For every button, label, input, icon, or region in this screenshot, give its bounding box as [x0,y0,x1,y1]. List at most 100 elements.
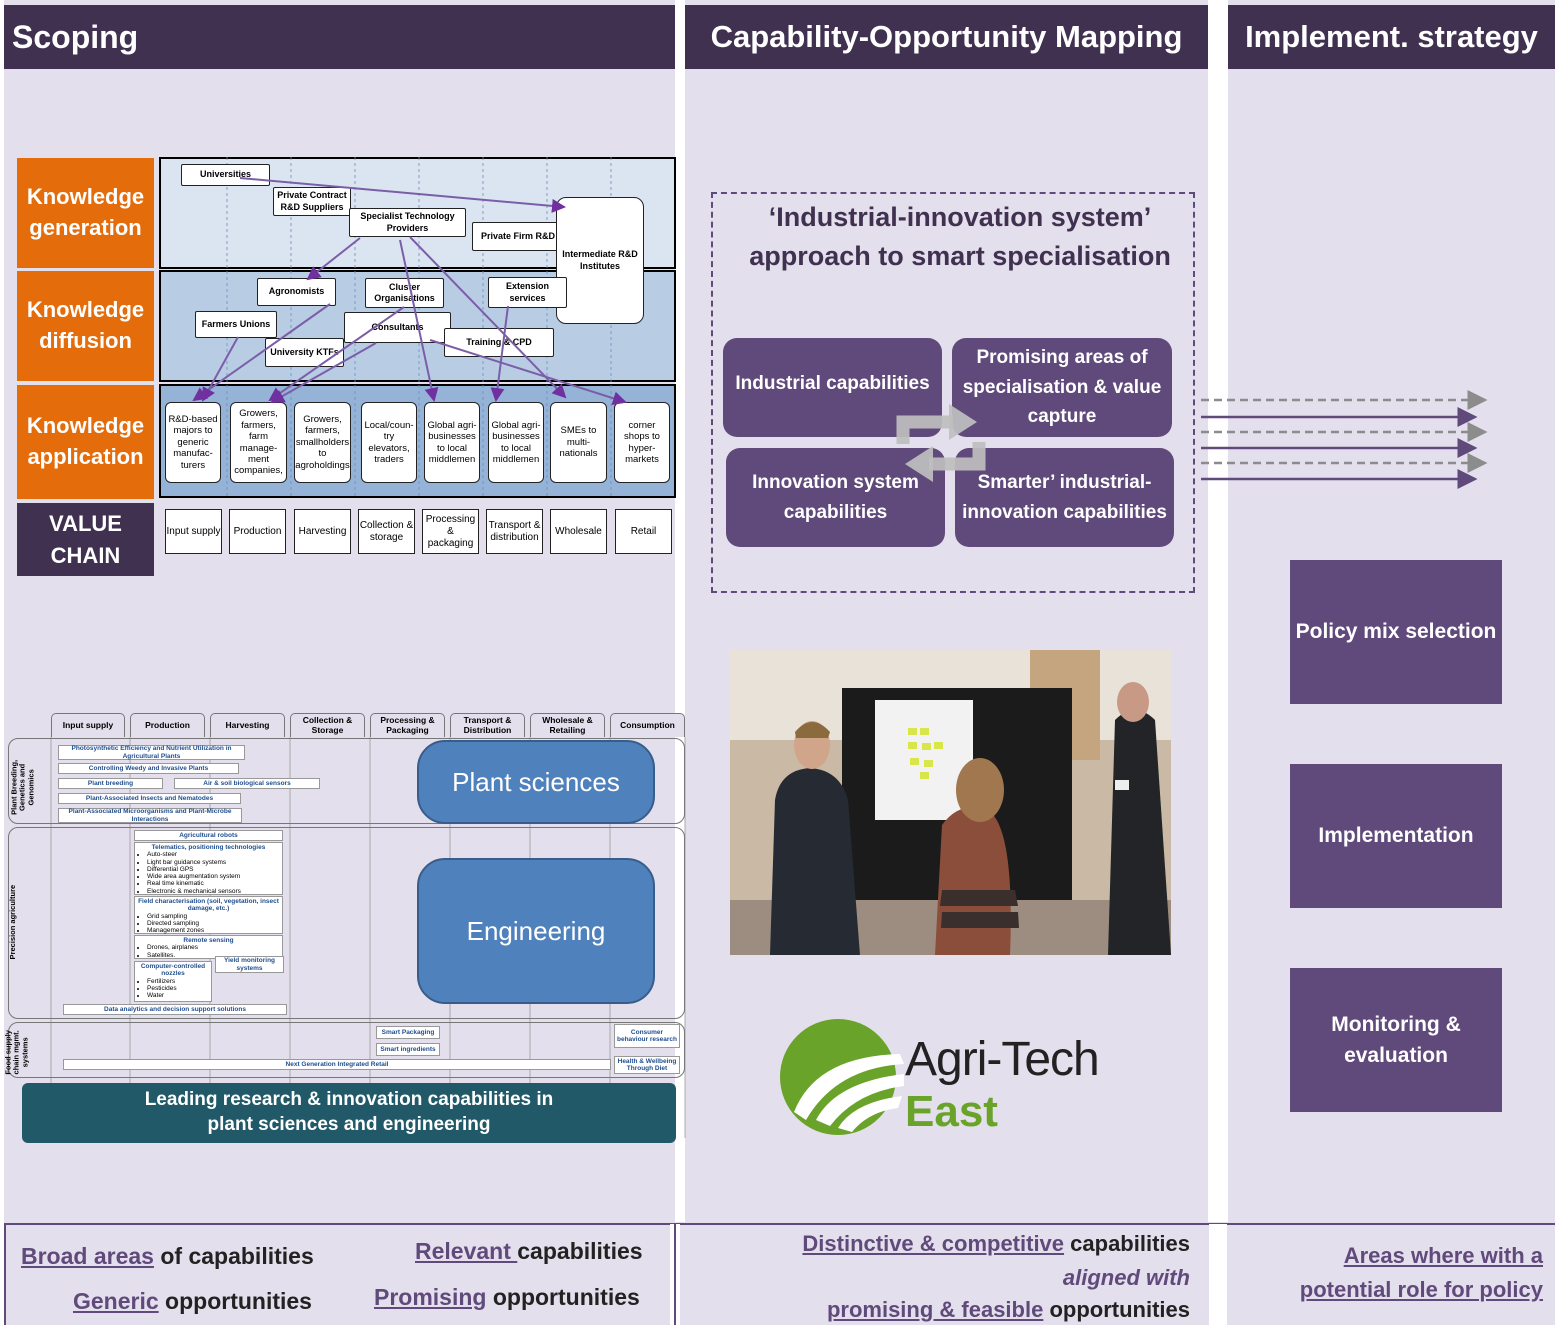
app-actor-4: Local/coun-try elevators, traders [361,402,417,483]
actor-specialist-tech: Specialist Technology Providers [349,208,466,237]
item-smart-ingredients: Smart ingredients [376,1043,440,1056]
vc-stage-1: Input supply [165,509,222,554]
row-label-food: Food supply chain mgmt. systems [3,1030,30,1075]
mapping-title: Capability-Opportunity Mapping [710,19,1183,54]
telematics-item: Real time kinematic [147,880,279,887]
leading-capabilities-banner: Leading research & innovation capabiliti… [22,1083,676,1143]
matrix-col-2: Production [130,713,205,737]
bottom-panel-outline [4,1223,1555,1325]
matrix-col-7: Wholesale & Retailing [530,713,605,737]
telematics-item: Electronic & mechanical sensors [147,888,279,895]
vc-stage-2: Production [229,509,286,554]
vc-stage-7: Wholesale [550,509,607,554]
nozzles-item: Water [147,992,208,999]
vc-stage-6: Transport & distribution [486,509,543,554]
app-actor-7: SMEs to multi-nationals [550,402,607,483]
logo-east-text: East [905,1087,998,1136]
item-telematics: Telematics, positioning technologies Aut… [134,842,283,895]
item-field: Field characterisation (soil, vegetation… [134,896,283,934]
knowledge-flow-arrows [192,177,627,406]
app-actor-6: Global agri-businesses to local middleme… [488,402,544,483]
item-data-analytics: Data analytics and decision support solu… [63,1004,287,1015]
scoping-title: Scoping [12,18,139,55]
vc-stage-3: Harvesting [294,509,351,554]
actor-cluster: Cluster Organisations [365,278,444,308]
relevant-underlined: Relevant [415,1238,518,1264]
areas-line2: potential role for policy [1299,1277,1543,1302]
cycle-arrows-icon [896,404,986,482]
vc-stage-4: Collection & storage [358,509,415,554]
field-item: Management zones [147,927,279,934]
item-microorganisms: Plant-Associated Microorganisms and Plan… [58,808,242,823]
matrix-row-food [8,1022,685,1078]
remote-title: Remote sensing [183,937,234,944]
distinctive-rest: capabilities [1064,1231,1190,1256]
approach-dashed-frame [711,192,1195,593]
actor-private-firm: Private Firm R&D [472,222,564,251]
item-consumer: Consumer behaviour research [614,1024,680,1048]
monitoring-box: Monitoring & evaluation [1290,968,1502,1112]
matrix-col-3: Harvesting [210,713,285,737]
actor-extension: Extension services [488,277,567,308]
remote-item: Drones, airplanes [147,944,279,951]
relevant-rest: capabilities [517,1238,643,1264]
matrix-col-1: Input supply [51,713,125,737]
feasible-rest: opportunities [1043,1297,1190,1322]
item-robots: Agricultural robots [134,830,283,841]
promising-areas-box: Promising areas of specialisation & valu… [952,338,1172,437]
strategy-title: Implement. strategy [1245,19,1538,54]
scoping-header: Scoping [4,5,675,69]
matrix-col-8: Consumption [610,713,685,737]
bottom-panel [4,1222,1555,1325]
actor-university-ktfs: University KTFs [265,338,344,367]
plant-sciences-box: Plant sciences [417,740,655,824]
nozzles-item: Fertilizers [147,978,208,985]
item-plant-breeding: Plant breeding [58,778,163,789]
smarter-capabilities-box: Smarter’ industrial-innovation capabilit… [955,448,1174,547]
policy-mix-box: Policy mix selection [1290,560,1502,704]
item-remote: Remote sensing Drones, airplanes Satelli… [134,935,283,959]
actor-agronomists: Agronomists [257,278,336,306]
nozzles-title: Computer-controlled nozzles [140,963,206,978]
areas-policy-line1: Areas where with a [1240,1243,1543,1269]
broad-areas-text: Broad areas of capabilities [21,1243,314,1270]
item-yield: Yield monitoring systems [215,956,284,973]
value-chain-label: VALUE CHAIN [17,503,154,576]
agri-tech-east-logo-icon [780,1019,904,1135]
implementation-box: Implementation [1290,764,1502,908]
mapping-column-bg [685,0,1208,1222]
matrix-row-precision [8,827,685,1019]
areas-line1: Areas where with a [1343,1243,1543,1268]
mapping-header: Capability-Opportunity Mapping [685,5,1208,69]
row-label-plant: Plant Breeding, Genetics and Genomics [9,759,36,815]
matrix-row-plant [8,738,685,824]
matrix-col-4: Collection & Storage [290,713,365,737]
logo-agri-tech-text: Agri-Tech [905,1033,1100,1086]
nozzles-item: Pesticides [147,985,208,992]
distinctive-underlined: Distinctive & competitive [802,1231,1065,1256]
engineering-box: Engineering [417,858,655,1004]
field-title: Field characterisation (soil, vegetation… [138,898,279,913]
telematics-title: Telematics, positioning technologies [151,844,266,851]
broad-areas-underlined: Broad areas [21,1243,154,1269]
app-actor-8: corner shops to hyper-markets [614,402,670,483]
approach-title: ‘Industrial-innovation system’ approach … [749,202,1171,272]
actor-farmers-unions: Farmers Unions [195,311,277,338]
item-photosynthetic: Photosynthetic Efficiency and Nutrient U… [58,745,245,760]
actor-private-contract: Private Contract R&D Suppliers [273,187,351,216]
field-item: Grid sampling [147,913,279,920]
promising-opportunities-text: Promising opportunities [374,1284,640,1311]
generic-opportunities-text: Generic opportunities [73,1288,312,1315]
to-strategy-arrows [1201,390,1488,489]
promising-rest: opportunities [486,1284,640,1310]
field-item: Directed sampling [147,920,279,927]
row-label-precision: Precision agriculture [7,884,17,960]
matrix-col-5: Processing & Packaging [370,713,445,737]
vc-stage-8: Retail [615,509,672,554]
matrix-col-6: Transport & Distribution [450,713,525,737]
app-actor-3: Growers, farmers, smallholders to agroho… [294,402,351,483]
feasible-opportunities-text: promising & feasible opportunities [690,1297,1190,1323]
telematics-item: Light bar guidance systems [147,859,279,866]
actor-consultants: Consultants [344,312,451,343]
